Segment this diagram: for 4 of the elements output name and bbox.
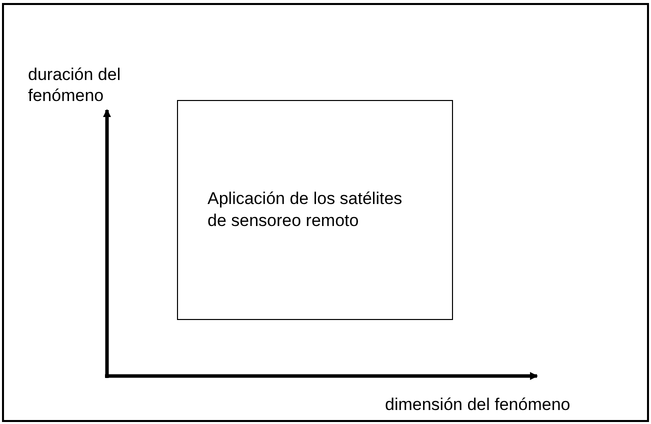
y-axis-label: duración del fenómeno bbox=[28, 64, 122, 106]
rectangle-box bbox=[177, 100, 453, 320]
box-text: Aplicación de los satélites de sensoreo remoto bbox=[208, 188, 404, 232]
x-axis-label: dimensión del fenómeno bbox=[385, 394, 572, 415]
